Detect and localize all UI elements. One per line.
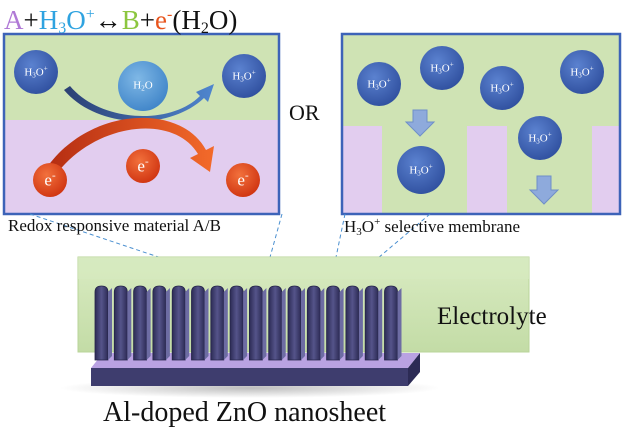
nanosheet <box>384 285 398 361</box>
hydronium-ion <box>222 54 266 98</box>
nanosheet <box>171 285 186 361</box>
electron-transfer-arrow <box>48 117 214 172</box>
nanosheet-side <box>223 288 228 360</box>
water-formula: (H2O) <box>172 5 238 37</box>
redox-material-panel <box>2 32 281 216</box>
water-label: H2O <box>133 79 153 93</box>
hydronium-label: H3O+ <box>409 162 433 178</box>
hydronium-label: H3O+ <box>430 60 454 76</box>
nanosheet <box>133 285 147 361</box>
device-title: Al-doped ZnO nanosheet <box>103 397 387 428</box>
or-label: OR <box>289 100 320 125</box>
nanosheet-side <box>358 288 363 360</box>
nanosheet-side <box>301 288 305 360</box>
nanosheet-side <box>185 288 190 360</box>
nanosheet-side <box>146 288 151 360</box>
electron-symbol: e- <box>155 5 173 35</box>
nanosheet <box>249 285 263 361</box>
nanosheet-side <box>281 288 286 360</box>
hydronium-ion <box>560 50 604 94</box>
equilibrium-arrow: ↔ <box>94 5 122 35</box>
nanosheet <box>345 285 360 361</box>
nanosheet-side <box>127 288 132 360</box>
nanosheet <box>191 285 205 361</box>
nanosheet-device <box>60 256 530 398</box>
hydronium-label: H3O+ <box>528 130 552 146</box>
nanosheet-side <box>320 288 325 360</box>
membrane-caption: H3O+ selective membrane <box>344 216 520 238</box>
hydronium-formula: H3O+ <box>38 5 95 37</box>
electrolyte-label: Electrolyte <box>437 303 547 330</box>
nanosheet-side <box>108 288 112 360</box>
nanosheet <box>210 285 225 361</box>
electron-label: e- <box>237 169 249 190</box>
nanosheet <box>364 285 379 361</box>
down-arrow-icon <box>528 175 560 205</box>
connector-line <box>261 213 283 287</box>
nanosheet <box>326 285 340 361</box>
nanosheet <box>287 285 302 361</box>
hydronium-label: H3O+ <box>24 64 48 80</box>
hydronium-ion <box>397 146 445 194</box>
nanosheet-side <box>243 288 248 360</box>
nanosheet <box>152 285 167 361</box>
species-b: B <box>121 5 140 35</box>
connector-line <box>29 213 246 287</box>
down-arrow-icon <box>404 109 436 137</box>
hydronium-label: H3O+ <box>490 80 514 96</box>
nanosheet <box>229 285 244 361</box>
nanosheet-side <box>204 288 209 360</box>
nanosheet-side <box>262 288 267 360</box>
hydronium-ion <box>14 50 58 94</box>
electron <box>33 163 67 197</box>
nanosheet <box>113 285 128 361</box>
connector-line <box>329 213 346 287</box>
reaction-equation: A+H3O+↔B+e-(H2O) <box>4 5 238 37</box>
nanosheet-side <box>165 288 170 360</box>
electron-label: e- <box>137 155 149 176</box>
nanosheet-side <box>397 288 402 360</box>
nanosheet-side <box>339 288 344 360</box>
redox-material-caption: Redox responsive material A/B <box>8 216 221 235</box>
substrate <box>91 368 408 386</box>
hydronium-ion <box>420 46 464 90</box>
nanosheet <box>306 285 321 361</box>
electron <box>126 149 160 183</box>
nanosheet-array <box>94 285 402 361</box>
hydronium-ion <box>357 62 401 106</box>
hydronium-label: H3O+ <box>570 64 594 80</box>
nanosheet <box>268 285 283 361</box>
proton-transfer-arrow <box>64 84 214 122</box>
water-molecule <box>118 61 168 111</box>
hydronium-ion <box>518 116 562 160</box>
membrane-panel <box>340 32 622 216</box>
electron-label: e- <box>44 169 56 190</box>
nanosheet <box>94 285 109 361</box>
species-a: A <box>4 5 24 35</box>
hydronium-label: H3O+ <box>232 68 256 84</box>
electron <box>226 163 260 197</box>
nanosheet-side <box>378 288 383 360</box>
hydronium-ion <box>480 66 524 110</box>
hydronium-label: H3O+ <box>367 76 391 92</box>
